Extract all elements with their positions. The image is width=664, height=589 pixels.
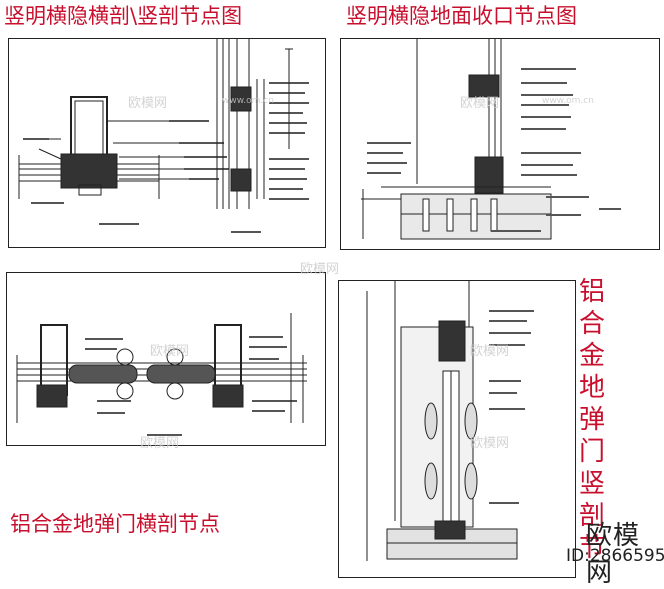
drawing-panel-top-right [340, 38, 660, 250]
watermark-text: 欧模网 [140, 436, 180, 451]
title-top-left: 竖明横隐横剖\竖剖节点图 [4, 4, 243, 28]
title-right-vertical: 铝 合 金 地 弹 门 竖 剖 节 [578, 276, 606, 564]
vtitle-char: 节 [578, 533, 605, 563]
vtitle-char: 金 [578, 341, 605, 371]
watermark-domain: www.om.cn [222, 96, 274, 106]
watermark-text: 欧模网 [470, 344, 510, 359]
title-top-right: 竖明横隐地面收口节点图 [346, 4, 577, 28]
drawing-panel-top-left [8, 38, 326, 248]
watermark-text: 欧模网 [460, 96, 500, 111]
title-bottom-left: 铝合金地弹门横剖节点 [10, 512, 220, 536]
watermark-domain: www.om.cn [542, 96, 594, 106]
cad-drawing-floor-closure [361, 39, 621, 240]
watermark-text: 欧模网 [150, 344, 190, 359]
watermark-text: 欧模网 [300, 262, 340, 277]
drawing-panel-bottom-right [338, 280, 576, 578]
vtitle-char: 门 [578, 437, 605, 467]
vtitle-char: 竖 [578, 469, 605, 499]
vtitle-char: 剖 [578, 501, 605, 531]
cad-drawing-door-vertical-section [366, 281, 534, 561]
vtitle-char: 地 [578, 373, 605, 403]
cad-drawing-horizontal-vertical-section [18, 39, 309, 233]
watermark-text: 欧模网 [128, 96, 168, 111]
vtitle-char: 弹 [578, 405, 605, 435]
drawing-panel-bottom-left [6, 272, 326, 446]
vtitle-char: 合 [578, 309, 605, 339]
watermark-text: 欧模网 [470, 436, 510, 451]
brand-id: ID:2866595 [566, 546, 664, 566]
vtitle-char: 铝 [578, 277, 605, 307]
cad-drawing-door-horizontal-section [16, 313, 307, 436]
